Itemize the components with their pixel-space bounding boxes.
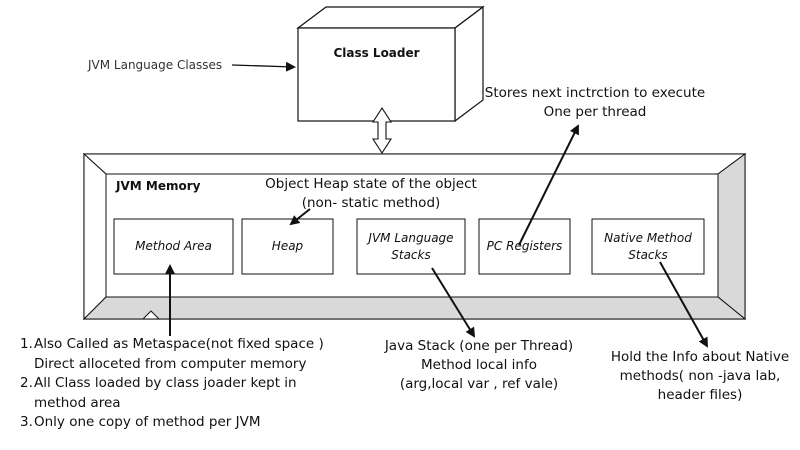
pc-registers-arrow — [518, 124, 579, 246]
jvm-language-classes-label: JVM Language Classes — [88, 58, 223, 72]
note-item: 2.All Class loaded by class joader kept … — [20, 374, 360, 394]
heap-annotation-line-2: (non- static method) — [301, 195, 441, 211]
note-text: All Class loaded by class joader kept in — [34, 375, 297, 391]
native-annotation-line-3: header files) — [657, 387, 743, 403]
note-number — [20, 355, 34, 375]
native-annotation: Hold the Info about Native methods( non … — [604, 348, 796, 405]
method-area-notes: 1.Also Called as Metaspace(not fixed spa… — [20, 335, 360, 433]
stacks-arrow — [431, 267, 476, 338]
heap-arrow — [289, 208, 311, 226]
jvm-language-stacks-box — [356, 218, 466, 275]
stack-annotation-line-2: Method local info — [421, 357, 537, 373]
pc-annotation-line-2: One per thread — [543, 104, 647, 120]
native-annotation-line-2: methods( non -java lab, — [619, 368, 781, 384]
stack-annotation: Java Stack (one per Thread) Method local… — [368, 337, 590, 394]
note-item: 1.Also Called as Metaspace(not fixed spa… — [20, 335, 360, 355]
note-text: Direct alloceted from computer memory — [34, 355, 307, 372]
heap-annotation: Object Heap state of the object (non- st… — [240, 175, 502, 213]
note-text: method area — [34, 394, 121, 411]
native-annotation-line-1: Hold the Info about Native — [610, 349, 790, 365]
stack-annotation-line-3: (arg,local var , ref vale) — [399, 376, 559, 392]
note-text: Only one copy of method per JVM — [34, 414, 261, 430]
input-arrow — [231, 61, 296, 72]
class-loader-box — [296, 5, 485, 123]
note-item: 3.Only one copy of method per JVM — [20, 413, 360, 433]
pc-annotation: Stores next inctrction to execute One pe… — [470, 84, 720, 122]
pc-registers-box — [478, 218, 571, 275]
heap-box — [241, 218, 334, 275]
heap-annotation-line-1: Object Heap state of the object — [265, 176, 477, 192]
jvm-memory-title: JVM Memory — [116, 179, 201, 193]
note-number — [20, 394, 34, 414]
double-arrow — [371, 106, 393, 155]
pc-registers-label: PC Registers — [486, 239, 563, 253]
note-number: 2. — [20, 375, 33, 391]
pc-annotation-line-1: Stores next inctrction to execute — [484, 85, 706, 101]
note-number: 3. — [20, 414, 33, 430]
note-text: Also Called as Metaspace(not fixed space… — [34, 336, 324, 352]
heap-label: Heap — [271, 239, 304, 253]
note-item: Direct alloceted from computer memory — [20, 355, 360, 375]
stack-annotation-line-1: Java Stack (one per Thread) — [384, 338, 574, 354]
native-method-stacks-label: Native Method Stacks — [604, 230, 692, 262]
native-arrow — [659, 261, 708, 348]
native-method-stacks-box — [591, 218, 705, 275]
method-area-label: Method Area — [135, 239, 212, 253]
class-loader-label: Class Loader — [333, 46, 420, 60]
note-item: method area — [20, 394, 360, 414]
note-number: 1. — [20, 336, 33, 352]
jvm-language-stacks-label: JVM Language Stacks — [368, 230, 454, 262]
